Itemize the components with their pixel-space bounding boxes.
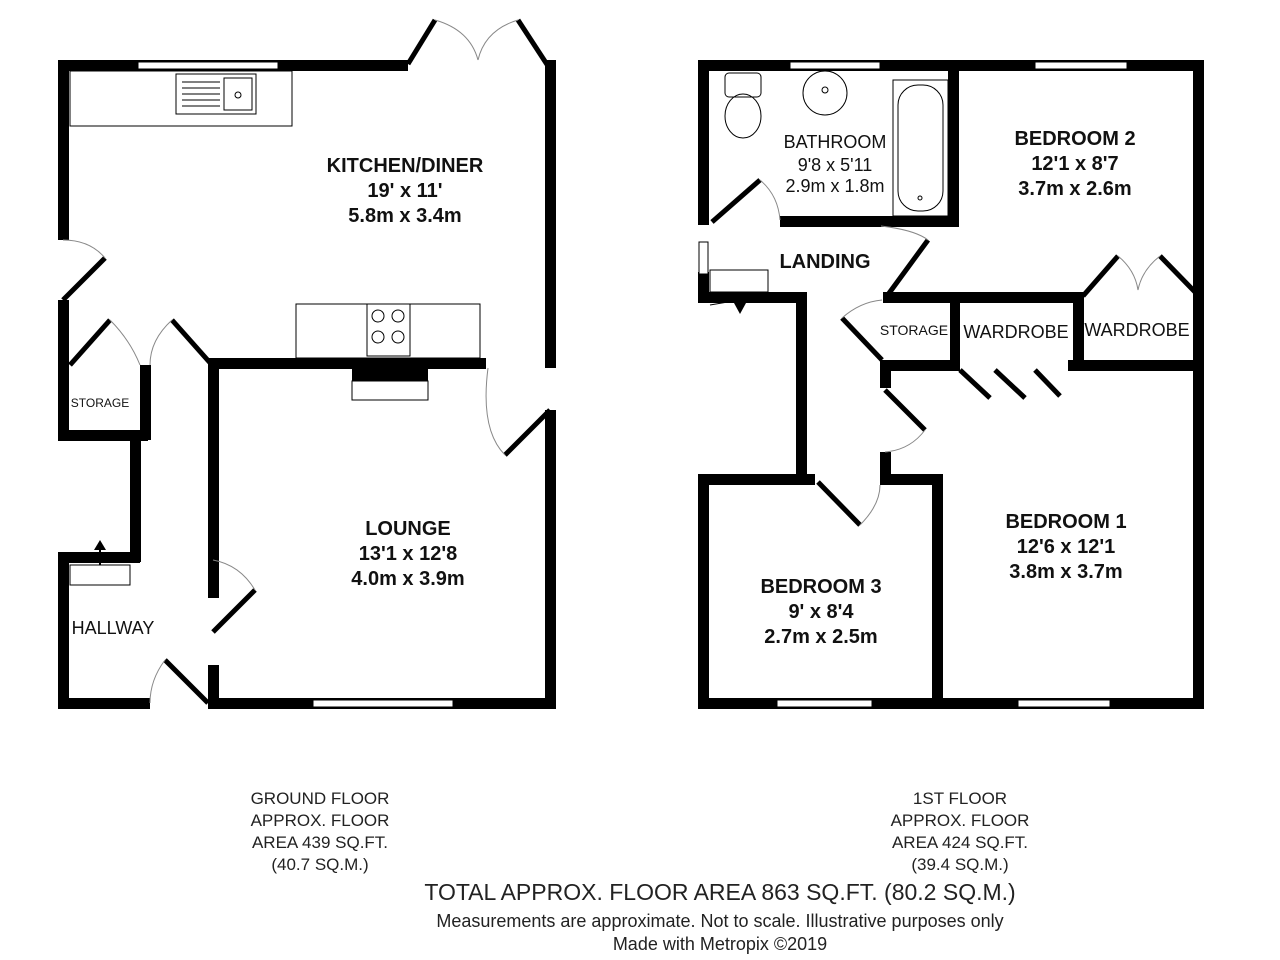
wardrobe2-name: WARDROBE — [1084, 320, 1189, 340]
sink-icon — [175, 73, 257, 115]
wardrobe1-name: WARDROBE — [963, 322, 1068, 342]
kitchen-imperial: 19' x 11' — [367, 180, 442, 202]
bathroom-imperial: 9'8 x 5'11 — [798, 155, 873, 175]
bathroom-metric: 2.9m x 1.8m — [785, 176, 884, 196]
kitchen-island — [295, 303, 481, 359]
summary-line: GROUND FLOOR — [251, 789, 390, 808]
bedroom3-window — [776, 699, 873, 708]
disclaimer: Measurements are approximate. Not to sca… — [436, 911, 1003, 931]
first-floor-walls — [698, 60, 1204, 709]
bedroom2-imperial: 12'1 x 8'7 — [1031, 153, 1118, 175]
bedroom3-imperial: 9' x 8'4 — [788, 601, 854, 623]
credit: Made with Metropix ©2019 — [613, 934, 827, 954]
first-floor-plan: BATHROOM 9'8 x 5'11 2.9m x 1.8m BEDROOM … — [698, 60, 1204, 709]
first-floor-doors — [710, 178, 1197, 527]
hallway-name: HALLWAY — [72, 618, 155, 638]
bedroom3-name: BEDROOM 3 — [760, 576, 881, 598]
ground-floor-plan: KITCHEN/DINER 19' x 11' 5.8m x 3.4m LOUN… — [58, 18, 556, 709]
fireplace-icon — [351, 369, 429, 401]
bedroom1-metric: 3.8m x 3.7m — [1009, 561, 1122, 583]
bedroom2-metric: 3.7m x 2.6m — [1018, 178, 1131, 200]
kitchen-counter — [69, 70, 293, 127]
bathroom-name: BATHROOM — [784, 132, 887, 152]
lounge-imperial: 13'1 x 12'8 — [359, 543, 458, 565]
summary-line: APPROX. FLOOR — [891, 811, 1030, 830]
summary-line: APPROX. FLOOR — [251, 811, 390, 830]
bedroom1-name: BEDROOM 1 — [1005, 511, 1126, 533]
landing-name: LANDING — [779, 251, 870, 273]
toilet-icon — [724, 72, 762, 139]
summary-line: (39.4 SQ.M.) — [911, 855, 1008, 874]
lounge-window — [312, 699, 454, 708]
bedroom2-name: BEDROOM 2 — [1014, 128, 1135, 150]
kitchen-name: KITCHEN/DINER — [327, 155, 484, 177]
ground-storage-name: STORAGE — [71, 396, 129, 410]
total-area: TOTAL APPROX. FLOOR AREA 863 SQ.FT. (80.… — [424, 879, 1015, 905]
lounge-name: LOUNGE — [365, 518, 451, 540]
summary-line: AREA 439 SQ.FT. — [252, 833, 388, 852]
lounge-metric: 4.0m x 3.9m — [351, 568, 464, 590]
kitchen-metric: 5.8m x 3.4m — [348, 205, 461, 227]
bedroom1-imperial: 12'6 x 12'1 — [1017, 536, 1116, 558]
ground-floor-doors — [61, 18, 552, 705]
first-storage-name: STORAGE — [880, 322, 948, 338]
bedroom2-window — [1034, 61, 1128, 70]
bath-icon — [892, 79, 949, 217]
basin-icon — [802, 70, 848, 116]
ground-floor-summary: GROUND FLOOR APPROX. FLOOR AREA 439 SQ.F… — [251, 789, 390, 874]
stairs-icon — [709, 269, 769, 314]
bedroom1-window — [1017, 699, 1111, 708]
bathroom-window — [789, 61, 881, 70]
stairs-icon — [69, 540, 131, 586]
kitchen-window — [137, 61, 279, 70]
summary-line: (40.7 SQ.M.) — [271, 855, 368, 874]
bedroom3-metric: 2.7m x 2.5m — [764, 626, 877, 648]
hob-icon — [366, 303, 411, 357]
summary-line: AREA 424 SQ.FT. — [892, 833, 1028, 852]
first-floor-summary: 1ST FLOOR APPROX. FLOOR AREA 424 SQ.FT. … — [891, 789, 1030, 874]
landing-window — [698, 241, 709, 275]
summary-line: 1ST FLOOR — [913, 789, 1007, 808]
